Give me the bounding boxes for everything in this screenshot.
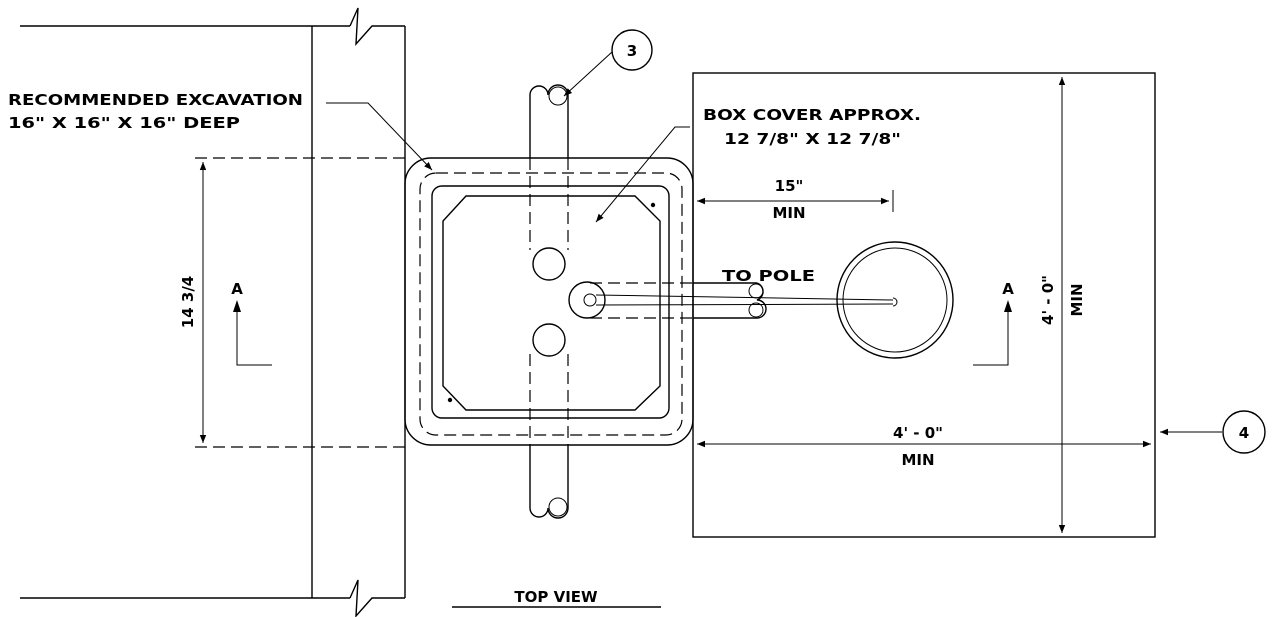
conduit-vertical [529, 84, 569, 519]
pole [836, 241, 954, 359]
section-marker-a-right: A [973, 280, 1014, 366]
svg-text:3: 3 [627, 42, 637, 60]
dim-4ft-horizontal-label: 4' - 0" [893, 424, 943, 442]
cover-bolt [447, 397, 453, 403]
pull-box [404, 157, 694, 446]
box-cover-label-line2: 12 7/8" X 12 7/8" [724, 130, 901, 148]
svg-text:A: A [1002, 280, 1014, 298]
box-cover-label-line1: BOX COVER APPROX. [703, 106, 921, 124]
svg-text:4: 4 [1239, 424, 1249, 442]
view-title: TOP VIEW [514, 588, 598, 606]
callout-3: 3 [611, 29, 653, 71]
dim-4ft-horizontal-min: MIN [901, 451, 934, 469]
callout-4: 4 [1222, 410, 1266, 454]
box-cover-leader [595, 126, 690, 223]
box-cover [442, 195, 661, 411]
excavation-leader [326, 102, 433, 171]
dim-15-label: 15" [775, 177, 804, 195]
callout-3-leader [563, 51, 613, 97]
dim-4ft-vertical-min: MIN [1068, 283, 1086, 316]
cover-bolt [650, 202, 656, 208]
section-marker-a-left: A [231, 280, 272, 366]
dim-14-3-4-label: 14 3/4 [179, 276, 197, 328]
excavation-outline [419, 172, 683, 436]
dim-15-min-label: MIN [772, 204, 805, 222]
conduit-to-pole [568, 281, 898, 319]
to-pole-label: TO POLE [722, 267, 815, 285]
dim-4ft-vertical-label: 4' - 0" [1039, 275, 1057, 325]
excavation-label-line2: 16" X 16" X 16" DEEP [8, 114, 240, 132]
conduit-end [532, 247, 566, 281]
svg-text:A: A [231, 280, 243, 298]
excavation-label-line1: RECOMMENDED EXCAVATION [8, 91, 303, 109]
conduit-end [532, 323, 566, 357]
